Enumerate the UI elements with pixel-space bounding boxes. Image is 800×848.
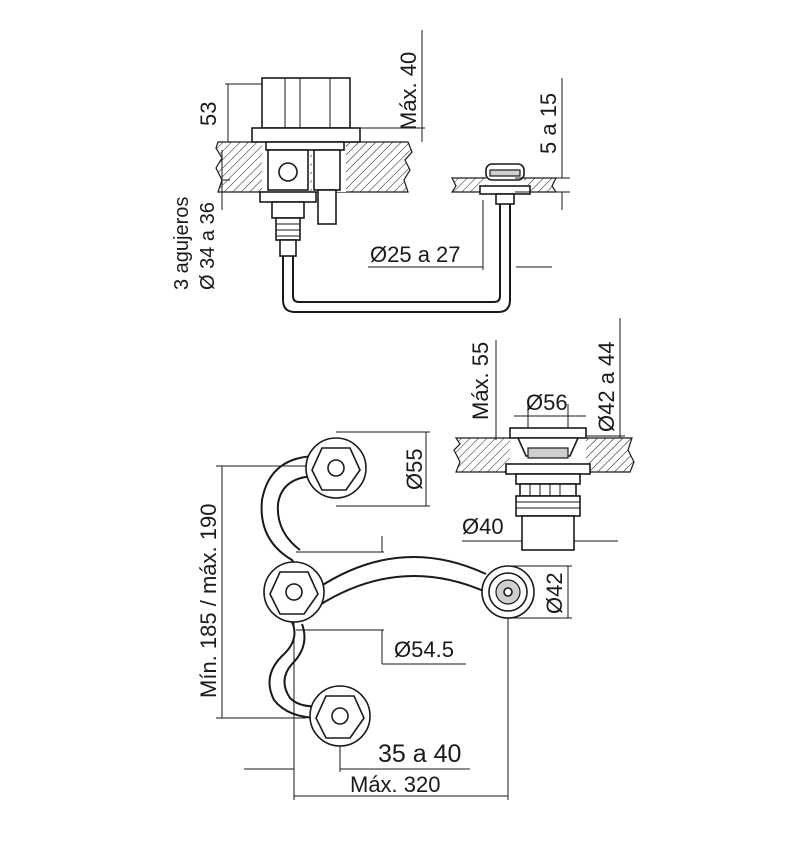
label-diam-42: Ø42 [542, 572, 567, 614]
hose-plan-upper [260, 455, 319, 573]
label-diam-54-5: Ø54.5 [394, 637, 454, 662]
label-diam-40: Ø40 [462, 514, 504, 539]
handle-flange [251, 127, 361, 143]
label-max-40: Máx. 40 [396, 52, 421, 130]
label-holes-line2: Ø 34 a 36 [197, 202, 219, 290]
drain-tailpiece [521, 515, 575, 551]
drain-section-view [453, 318, 635, 551]
supply-hose [282, 200, 511, 313]
threaded-nut [275, 217, 301, 241]
label-max-320: Máx. 320 [350, 772, 441, 797]
label-range-5-15: 5 a 15 [536, 93, 561, 154]
label-diam-56: Ø56 [526, 390, 568, 415]
valve-body-right [313, 149, 341, 191]
handle-middle [263, 561, 325, 623]
label-min-max-185-190: Mín. 185 / máx. 190 [196, 504, 221, 698]
label-holes-line1: 3 agujeros [171, 197, 193, 290]
label-max-55: Máx. 55 [468, 342, 493, 420]
label-range-35-40: 35 a 40 [378, 740, 461, 768]
label-diam-42-44: Ø42 a 44 [594, 341, 619, 432]
handle-bottom [309, 685, 371, 747]
arc-to-drain [317, 555, 487, 589]
handle-top [305, 437, 367, 499]
label-height-53: 53 [196, 102, 221, 126]
drain-flange [509, 427, 587, 439]
plan-view [216, 431, 572, 800]
handle-body [261, 77, 351, 129]
top-section-view [215, 30, 570, 313]
label-diam-55: Ø55 [402, 448, 427, 490]
drain-nut [515, 495, 581, 517]
label-diam-25-27: Ø25 a 27 [370, 242, 461, 267]
drain-top [481, 565, 535, 619]
